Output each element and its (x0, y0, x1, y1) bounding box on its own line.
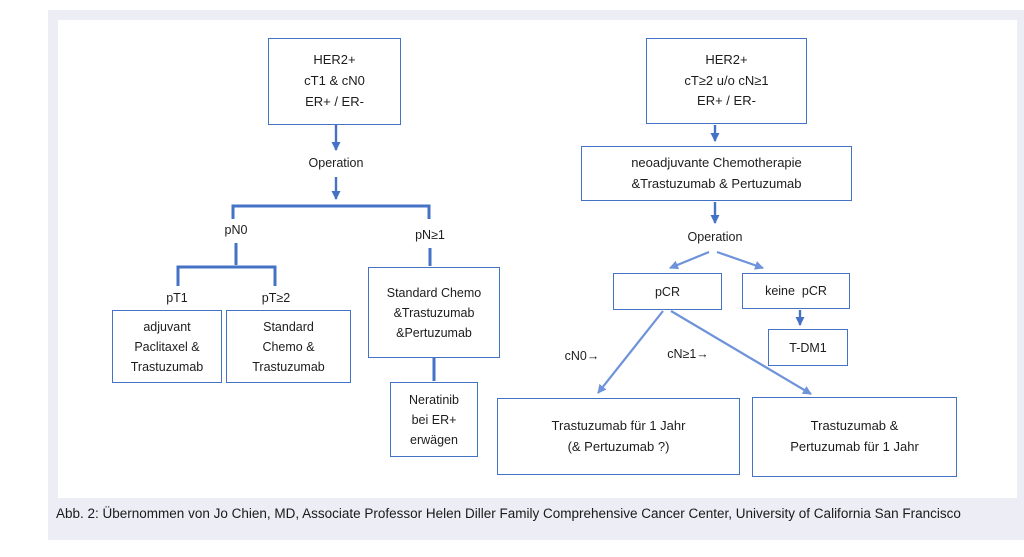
label-cn-ge1: cN≥1→ (667, 347, 709, 361)
node-neoadjuvant-chemo: neoadjuvante Chemotherapie &Trastuzumab … (581, 146, 852, 201)
label-pn-ge1: pN≥1 (415, 228, 445, 242)
node-neratinib: Neratinib bei ER+ erwägen (390, 382, 478, 457)
node-keine-pcr: keine pCR (742, 273, 850, 309)
node-tdm1: T-DM1 (768, 329, 848, 366)
node-pcr: pCR (613, 273, 722, 310)
node-trastu-pertu-1yr: Trastuzumab & Pertuzumab für 1 Jahr (752, 397, 957, 477)
label-operation-right: Operation (687, 230, 743, 244)
figure-caption: Abb. 2: Übernommen von Jo Chien, MD, Ass… (56, 506, 961, 521)
label-pt1: pT1 (166, 291, 188, 305)
node-her2-ctge2-cnge1: HER2+ cT≥2 u/o cN≥1 ER+ / ER- (646, 38, 807, 124)
label-pt-ge2: pT≥2 (261, 291, 291, 305)
label-cn0: cN0→ (564, 349, 600, 363)
node-standard-chemo: Standard Chemo & Trastuzumab (226, 310, 351, 383)
node-her2-ct1-cn0: HER2+ cT1 & cN0 ER+ / ER- (268, 38, 401, 125)
node-trastuzumab-1yr: Trastuzumab für 1 Jahr (& Pertuzumab ?) (497, 398, 740, 475)
node-standard-chemo-dual: Standard Chemo &Trastuzumab &Pertuzumab (368, 267, 500, 358)
label-operation-left: Operation (308, 156, 364, 170)
node-adjuvant-paclitaxel: adjuvant Paclitaxel & Trastuzumab (112, 310, 222, 383)
label-pn0: pN0 (224, 223, 248, 237)
